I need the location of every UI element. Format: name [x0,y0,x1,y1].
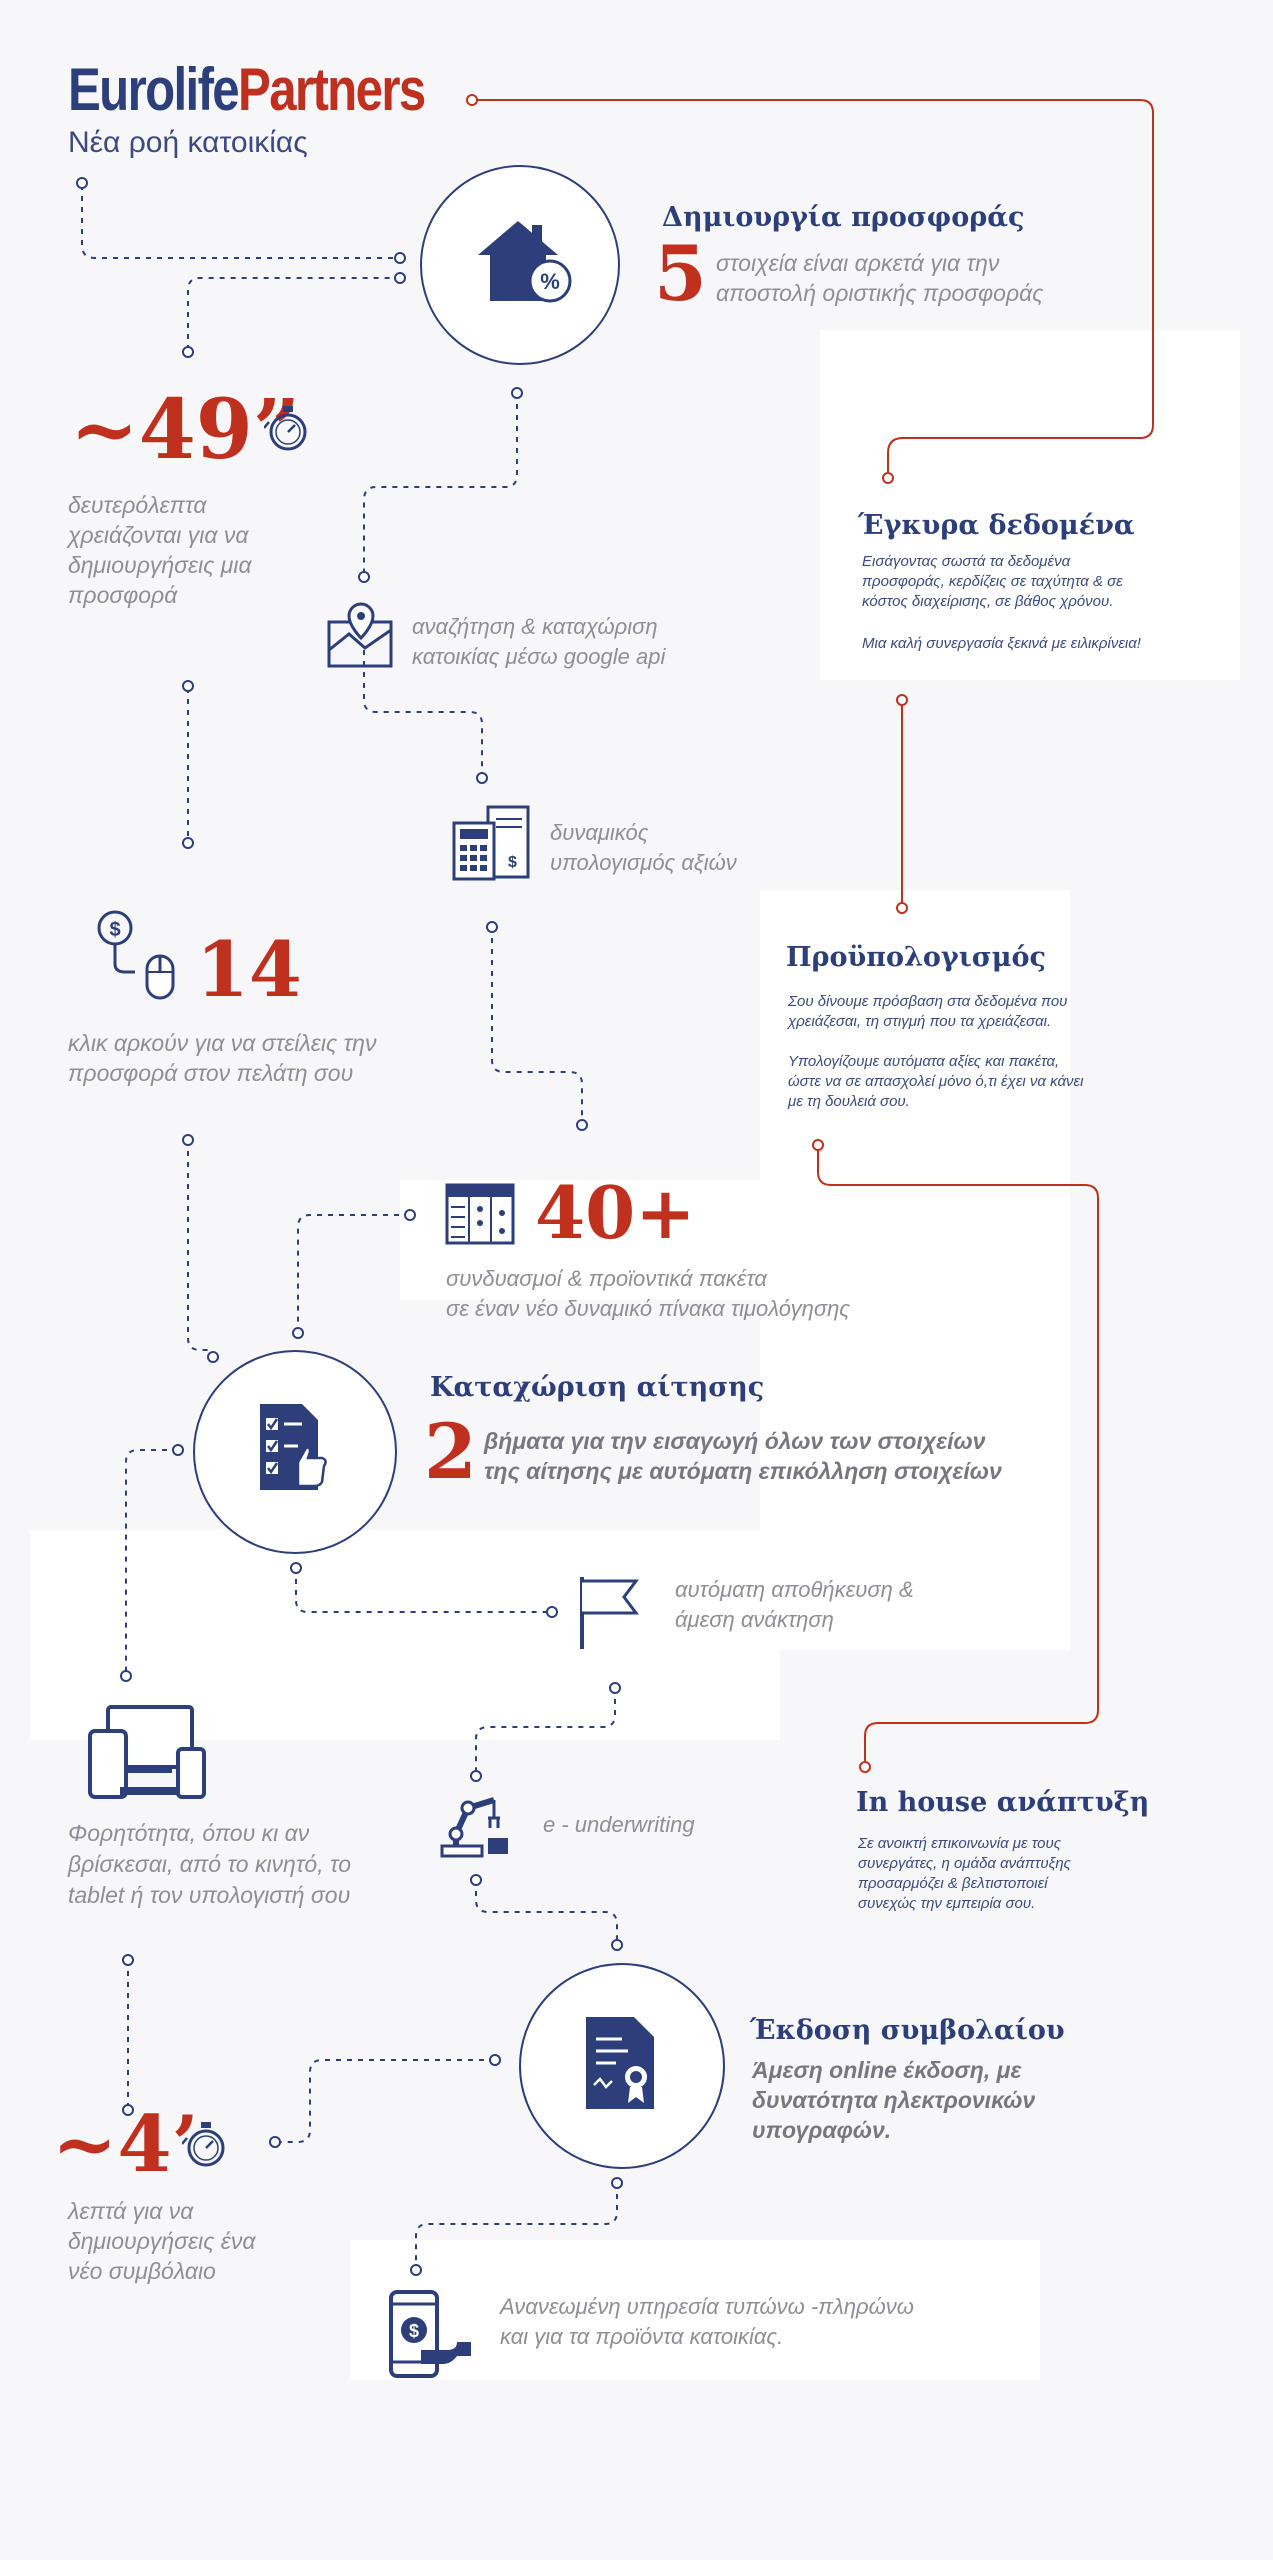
dynamic-calc-text: δυναμικός υπολογισμός αξιών [550,818,737,878]
clicks-text-line2: προσφορά στον πελάτη σου [68,1060,354,1086]
valid-data-title: Έγκυρα δεδομένα [858,510,1135,541]
packages-text-line2: σε έναν νέο δυναμικό πίνακα τιμολόγησης [446,1296,850,1321]
budget-line5: με τη δουλειά σου. [788,1093,910,1110]
inhouse-line1: Σε ανοικτή επικοινωνία με τους [858,1835,1062,1852]
dynamic-calc-line2: υπολογισμός αξιών [550,850,737,875]
budget-line1: Σου δίνουμε πρόσβαση στα δεδομένα που [788,993,1068,1010]
create-offer-title: Δημιουργία προσφοράς [662,202,1025,233]
budget-line3: Υπολογίζουμε αυτόματα αξίες και πακέτα, [788,1053,1060,1070]
valid-data-text: Εισάγοντας σωστά τα δεδομένα προσφοράς, … [862,552,1141,654]
seconds-number: ~49” [70,382,300,478]
create-offer-text: στοιχεία είναι αρκετά για την αποστολή ο… [716,248,1043,308]
minutes-text: λεπτά για να δημιουργήσεις ένα νέο συμβό… [68,2196,256,2286]
application-title: Καταχώριση αίτησης [430,1372,765,1403]
application-text: βήματα για την εισαγωγή όλων των στοιχεί… [484,1426,1002,1486]
inhouse-text: Σε ανοικτή επικοινωνία με τους συνεργάτε… [858,1834,1071,1914]
payments-text: Ανανεωμένη υπηρεσία τυπώνω -πληρώνω και … [500,2292,914,2352]
policy-line3: υπογραφών. [752,2117,892,2143]
seconds-text-line1: δευτερόλεπτα [68,492,207,518]
minutes-line3: νέο συμβόλαιο [68,2258,216,2284]
pricing-table-icon [445,1183,515,1245]
svg-text:$: $ [508,854,517,871]
policy-line1: Άμεση online έκδοση, με [752,2057,1022,2083]
budget-text: Σου δίνουμε πρόσβαση στα δεδομένα που χρ… [788,992,1083,1112]
dollar-mouse-icon: $ [97,910,175,1000]
minutes-number: ~4’ [52,2099,199,2190]
budget-line4: ώστε να σε απασχολεί μόνο ό,τι έχει να κ… [788,1073,1084,1090]
svg-text:$: $ [109,919,120,941]
valid-data-line1: Εισάγοντας σωστά τα δεδομένα [862,553,1071,570]
svg-text:%: % [540,269,560,294]
seconds-text-line2: χρειάζονται για να [68,522,249,548]
seconds-text-line3: δημιουργήσεις μια [68,552,252,578]
create-offer-text-line1: στοιχεία είναι αρκετά για την [716,250,1000,276]
inhouse-line2: συνεργάτες, η ομάδα ανάπτυξης [858,1855,1071,1872]
search-text: αναζήτηση & καταχώριση κατοικίας μέσω go… [412,612,665,672]
payments-line2: και για τα προϊόντα κατοικίας. [500,2324,784,2349]
inhouse-line4: συνεχώς την εμπειρία σου. [858,1895,1036,1912]
stopwatch-icon [182,2122,225,2167]
brand-name-part2: Partners [238,56,426,123]
application-text-line1: βήματα για την εισαγωγή όλων των στοιχεί… [484,1428,986,1454]
packages-text: συνδυασμοί & προϊοντικά πακέτα σε έναν ν… [446,1264,850,1324]
clicks-text: κλικ αρκούν για να στείλεις την προσφορά… [68,1028,376,1088]
inhouse-line3: προσαρμόζει & βελτιστοποιεί [858,1875,1048,1892]
checklist-thumb-icon [260,1404,327,1490]
minutes-line2: δημιουργήσεις ένα [68,2228,256,2254]
search-text-line1: αναζήτηση & καταχώριση [412,614,658,639]
policy-line2: δυνατότητα ηλεκτρονικών [752,2087,1036,2113]
policy-text: Άμεση online έκδοση, με δυνατότητα ηλεκτ… [752,2055,1035,2145]
inhouse-title: In house ανάπτυξη [856,1787,1150,1818]
autosave-text-line2: άμεση ανάκτηση [675,1607,834,1632]
brand-name-part1: Eurolife [68,56,240,123]
packages-number: 40+ [535,1170,696,1255]
calculator-icon: $ [452,805,530,881]
create-offer-number: 5 [654,229,707,318]
portability-line1: Φορητότητα, όπου κι αν [68,1820,310,1846]
valid-data-note: Μια καλή συνεργασία ξεκινά με ειλικρίνει… [862,635,1141,652]
house-percent-icon: % [478,221,572,303]
autosave-text: αυτόματη αποθήκευση & άμεση ανάκτηση [675,1575,914,1635]
budget-line2: χρειάζεσαι, τη στιγμή που τα χρειάζεσαι. [788,1013,1052,1030]
stopwatch-icon [264,406,307,451]
panel-bottom [350,2240,1040,2380]
svg-text:$: $ [409,2321,419,2341]
portability-line3: tablet ή τον υπολογιστή σου [68,1882,351,1908]
policy-title: Έκδοση συμβολαίου [750,2015,1065,2046]
portability-text: Φορητότητα, όπου κι αν βρίσκεσαι, από το… [68,1818,351,1911]
map-pin-icon [327,602,393,668]
packages-text-line1: συνδυασμοί & προϊοντικά πακέτα [446,1266,767,1291]
application-text-line2: της αίτησης με αυτόματη επικόλληση στοιχ… [484,1458,1002,1484]
mobile-payment-icon: $ [389,2290,471,2378]
certificate-icon [586,2017,654,2109]
devices-icon [88,1705,206,1799]
create-offer-text-line2: αποστολή οριστικής προσφοράς [716,280,1044,306]
valid-data-line3: κόστος διαχείρισης, σε βάθος χρόνου. [862,593,1114,610]
portability-line2: βρίσκεσαι, από το κινητό, το [68,1851,352,1877]
payments-line1: Ανανεωμένη υπηρεσία τυπώνω -πληρώνω [500,2294,914,2319]
dynamic-calc-line1: δυναμικός [550,820,649,845]
autosave-text-line1: αυτόματη αποθήκευση & [675,1577,914,1602]
search-text-line2: κατοικίας μέσω google api [412,644,666,669]
panel-right-top [820,330,1240,680]
valid-data-line2: προσφοράς, κερδίζεις σε ταχύτητα & σε [862,573,1123,590]
brand-subtitle: Νέα ροή κατοικίας [68,126,308,159]
flag-icon [580,1577,639,1649]
seconds-text: δευτερόλεπτα χρειάζονται για να δημιουργ… [68,490,252,610]
robot-arm-icon [440,1797,508,1858]
minutes-line1: λεπτά για να [68,2198,194,2224]
clicks-text-line1: κλικ αρκούν για να στείλεις την [68,1030,377,1056]
underwriting-text: e - underwriting [543,1812,695,1837]
brand-logo: EurolifePartners [68,56,426,123]
budget-title: Προϋπολογισμός [786,942,1046,973]
seconds-text-line4: προσφορά [68,582,178,608]
clicks-number: 14 [196,925,302,1014]
application-number: 2 [424,1407,477,1496]
